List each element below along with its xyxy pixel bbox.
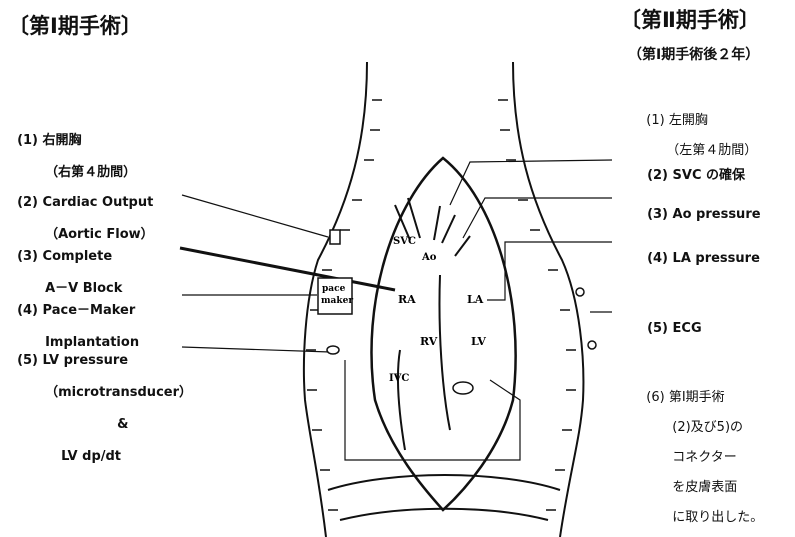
- header-left: 〔第Ⅰ期手術〕: [8, 16, 142, 37]
- label-ao: Ao: [421, 252, 437, 263]
- thoracotomy-opening: [371, 158, 515, 510]
- item-line: Ao pressure: [673, 207, 761, 222]
- item-number: (2): [647, 168, 668, 183]
- item-line: を皮膚表面: [646, 480, 737, 495]
- item-line: (2)及び5)の: [646, 420, 743, 435]
- item-line: 右開胸: [43, 133, 82, 148]
- right-item-5: (5) ECG: [638, 305, 702, 337]
- item-number: (4): [17, 303, 38, 318]
- flow-probe: [330, 230, 340, 244]
- label-maker: maker: [321, 296, 353, 306]
- right-item-3: (3) Ao pressure: [638, 191, 761, 223]
- septum: [439, 275, 450, 430]
- left-item-5: (5) LV pressure （microtransducer） & LV d…: [8, 337, 192, 465]
- right-item-6: (6) 第Ⅰ期手術 (2)及び5)の コネクター を皮膚表面 に取り出した。: [638, 375, 763, 525]
- right-item-2: (2) SVC の確保: [638, 152, 745, 184]
- label-svc: SVC: [393, 236, 416, 247]
- label-rv: RV: [420, 335, 438, 348]
- body-bottom-arc: [328, 475, 560, 490]
- item-line: （microtransducer）: [17, 385, 192, 400]
- item-number: (5): [17, 353, 38, 368]
- right-item-1: (1) 左開胸 （左第４肋間）: [638, 98, 757, 158]
- header-right-subtitle: （第Ⅰ期手術後２年）: [628, 48, 759, 62]
- item-line: Cardiac Output: [43, 195, 154, 210]
- item-line: LA pressure: [673, 251, 760, 266]
- item-line: LV dp/dt: [17, 449, 121, 464]
- item-number: (3): [17, 249, 38, 264]
- item-line: （右第４肋間）: [17, 165, 136, 180]
- label-la: LA: [467, 293, 484, 306]
- ivc-vessel: [398, 350, 405, 450]
- la-connector: [453, 382, 473, 394]
- ecg-electrode-2: [588, 341, 596, 349]
- item-number: (1): [646, 113, 664, 128]
- item-line: LV pressure: [43, 353, 129, 368]
- label-pace: pace: [322, 284, 346, 294]
- item-line: SVC の確保: [673, 168, 746, 183]
- microtransducer: [327, 346, 339, 354]
- label-ivc: IVC: [389, 373, 409, 384]
- item-line: 左開胸: [669, 113, 708, 128]
- item-number: (1): [17, 133, 38, 148]
- item-number: (6): [646, 390, 664, 405]
- item-number: (5): [647, 321, 668, 336]
- item-line: &: [17, 417, 128, 432]
- right-item-4: (4) LA pressure: [638, 235, 760, 267]
- header-right: 〔第Ⅱ期手術〕: [620, 10, 760, 31]
- item-line: 第Ⅰ期手術: [669, 390, 725, 405]
- item-line: Complete: [43, 249, 113, 264]
- item-line: ECG: [673, 321, 702, 336]
- body-outline-right: [513, 62, 583, 537]
- item-line: コネクター: [646, 450, 736, 465]
- item-number: (4): [647, 251, 668, 266]
- label-lv: LV: [471, 335, 486, 348]
- item-number: (3): [647, 207, 668, 222]
- left-item-1: (1) 右開胸 （右第４肋間）: [8, 117, 136, 181]
- item-number: (2): [17, 195, 38, 210]
- ecg-electrode-1: [576, 288, 584, 296]
- label-ra: RA: [398, 293, 416, 306]
- item-line: Pace－Maker: [43, 303, 136, 318]
- item-line: に取り出した。: [646, 510, 763, 525]
